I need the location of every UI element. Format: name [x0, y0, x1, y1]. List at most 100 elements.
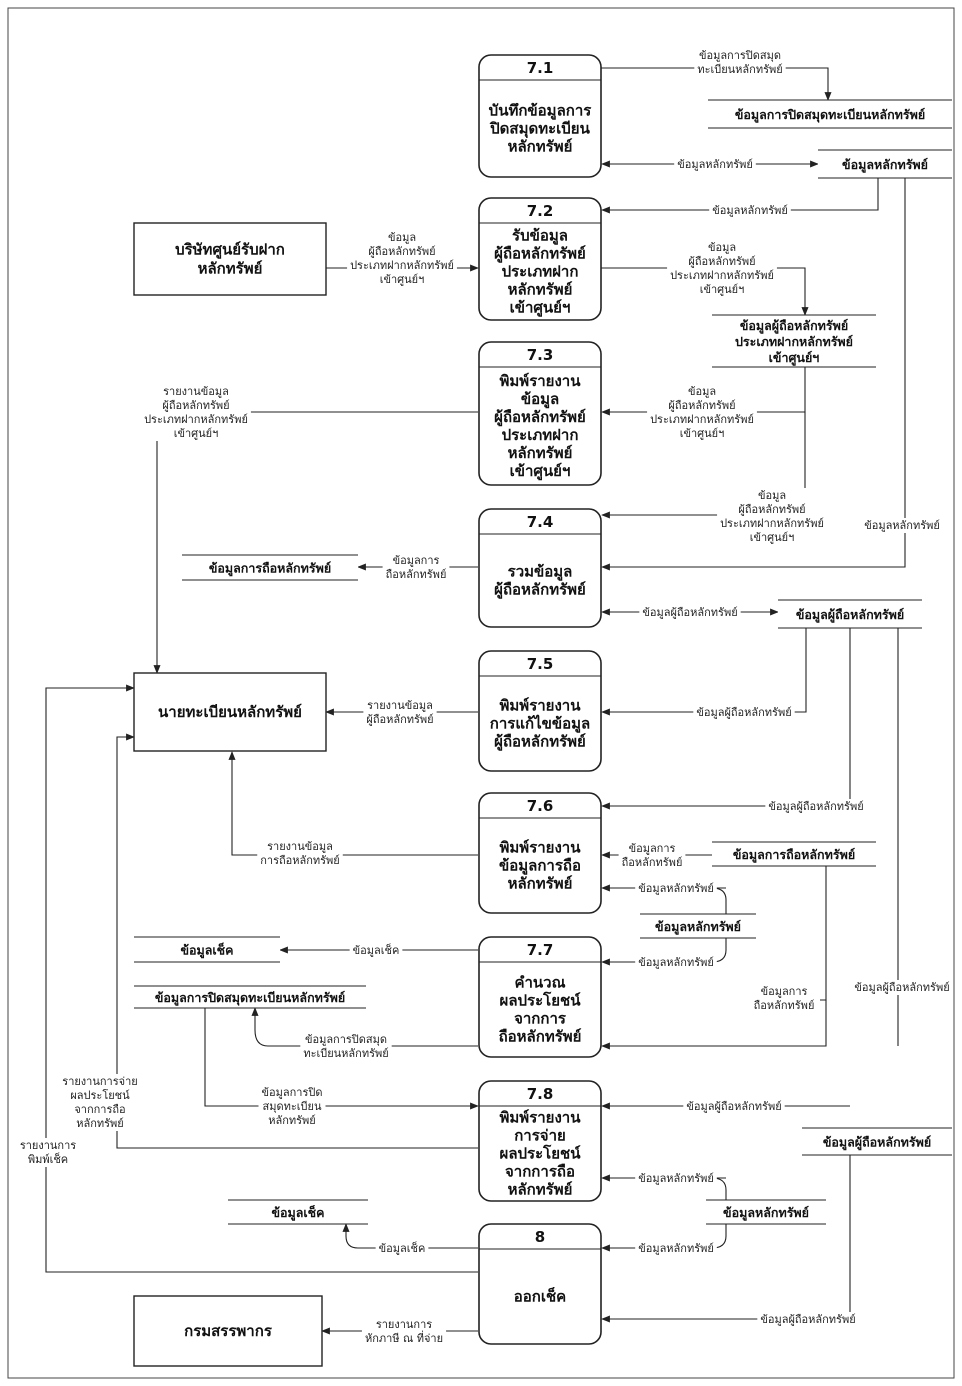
store-label: ข้อมูลหลักทรัพย์ — [842, 157, 928, 173]
flow-label-f5: ข้อมูลผู้ถือหลักทรัพย์ประเภทฝากหลักทรัพย… — [667, 240, 777, 297]
process-label: ผู้ถือหลักทรัพย์ — [494, 733, 586, 752]
store-securities-2: ข้อมูลหลักทรัพย์ — [640, 913, 756, 939]
process-number: 7.7 — [527, 941, 554, 959]
flow-text: เข้าศูนย์ฯ — [680, 427, 725, 440]
store-tsd-holder-records: ข้อมูลผู้ถือหลักทรัพย์ประเภทฝากหลักทรัพย… — [712, 314, 876, 368]
flow-label-f2: ข้อมูลหลักทรัพย์ — [674, 157, 756, 172]
flow-text: ข้อมูลเช็ค — [353, 943, 400, 957]
process-label: เข้าศูนย์ฯ — [510, 462, 571, 481]
flow-text: ข้อมูลการ — [761, 985, 808, 998]
flow-label-f12: รายงานข้อมูลผู้ถือหลักทรัพย์ — [363, 698, 437, 727]
flow-text: ข้อมูล — [758, 489, 786, 502]
flow-text: ประเภทฝากหลักทรัพย์ — [670, 269, 774, 282]
flow-label-f7: ข้อมูลผู้ถือหลักทรัพย์ประเภทฝากหลักทรัพย… — [647, 384, 757, 441]
data-stores: ข้อมูลการปิดสมุดทะเบียนหลักทรัพย์ข้อมูลห… — [134, 99, 952, 1225]
process-label: การจ่าย — [514, 1127, 566, 1145]
flow-text: ข้อมูลหลักทรัพย์ — [712, 204, 788, 217]
process-label: ผู้ถือหลักทรัพย์ — [494, 245, 586, 264]
flow-text: จากการถือ — [74, 1103, 125, 1116]
process-label: ถือหลักทรัพย์ — [499, 1028, 582, 1046]
flow-text: ข้อมูลผู้ถือหลักทรัพย์ — [768, 800, 863, 813]
store-holder-records-1: ข้อมูลผู้ถือหลักทรัพย์ — [778, 599, 922, 629]
flow-label-f11: ข้อมูลผู้ถือหลักทรัพย์ — [639, 605, 741, 620]
process-label: รับข้อมูล — [512, 227, 568, 246]
flow-text: รายงานข้อมูล — [267, 840, 333, 853]
process-label: ปิดสมุดทะเบียน — [489, 120, 590, 139]
process-label: คำนวณ — [514, 974, 565, 992]
flow-text: ข้อมูลการปิดสมุด — [699, 49, 781, 62]
flow-label-f10: ข้อมูลการถือหลักทรัพย์ — [382, 553, 450, 582]
store-closing-book-records-left: ข้อมูลการปิดสมุดทะเบียนหลักทรัพย์ — [134, 985, 366, 1009]
flow-label-f22: ข้อมูลการปิดสมุดทะเบียนหลักทรัพย์ — [300, 1032, 392, 1061]
flow-text: ถือหลักทรัพย์ — [386, 568, 447, 581]
flow-text: ข้อมูลหลักทรัพย์ — [638, 882, 714, 895]
process-label: จากการ — [514, 1010, 567, 1028]
flow-text: การถือหลักทรัพย์ — [260, 854, 340, 867]
flow-label-f20: ข้อมูลการถือหลักทรัพย์ — [750, 984, 818, 1013]
flow-text: หลักทรัพย์ — [76, 1117, 124, 1130]
flow-label-f13: ข้อมูลผู้ถือหลักทรัพย์ — [693, 705, 795, 720]
process-label: พิมพ์รายงาน — [500, 697, 582, 715]
process-label: พิมพ์รายงาน — [500, 1109, 582, 1127]
flow-text: พิมพ์เช็ค — [28, 1152, 68, 1166]
flow-text: ถือหลักทรัพย์ — [622, 856, 683, 869]
flow-text: ข้อมูลผู้ถือหลักทรัพย์ — [696, 706, 791, 719]
flow-text: ทะเบียนหลักทรัพย์ — [303, 1047, 388, 1060]
process-7-3: 7.3พิมพ์รายงานข้อมูลผู้ถือหลักทรัพย์ประเ… — [478, 341, 602, 486]
process-label: เข้าศูนย์ฯ — [510, 299, 571, 318]
store-holder-records-2: ข้อมูลผู้ถือหลักทรัพย์ — [802, 1127, 952, 1156]
flow-label-f28: ข้อมูลเช็ค — [375, 1241, 429, 1256]
flow-text: ข้อมูล — [688, 385, 716, 398]
entity-label: นายทะเบียนหลักทรัพย์ — [158, 703, 302, 721]
store-label: ข้อมูลผู้ถือหลักทรัพย์ — [796, 607, 904, 623]
process-label: หลักทรัพย์ — [508, 1181, 573, 1199]
flow-text: ประเภทฝากหลักทรัพย์ — [650, 413, 754, 426]
flow-text: เข้าศูนย์ฯ — [380, 273, 425, 286]
process-number: 7.5 — [527, 655, 554, 673]
store-label: ข้อมูลเช็ค — [271, 1205, 324, 1221]
store-label: ข้อมูลการถือหลักทรัพย์ — [209, 561, 331, 577]
flow-text: ถือหลักทรัพย์ — [754, 999, 815, 1012]
flow-label-f18: ข้อมูลเช็ค — [349, 943, 403, 958]
flow-text: ข้อมูลผู้ถือหลักทรัพย์ — [686, 1100, 781, 1113]
flow-text: ผู้ถือหลักทรัพย์ — [368, 245, 435, 258]
flow-text: ข้อมูลหลักทรัพย์ — [638, 956, 714, 969]
store-label: ข้อมูลหลักทรัพย์ — [655, 919, 741, 935]
process-label: หลักทรัพย์ — [508, 281, 573, 299]
flow-text: ข้อมูลหลักทรัพย์ — [638, 1172, 714, 1185]
flow-text: ข้อมูลการปิด — [262, 1086, 323, 1099]
process-label: ข้อมูลการถือ — [499, 857, 581, 876]
flow-text: ผู้ถือหลักทรัพย์ — [162, 399, 229, 412]
process-7-1: 7.1บันทึกข้อมูลการปิดสมุดทะเบียนหลักทรัพ… — [478, 54, 602, 178]
flow-label-f27: ข้อมูลหลักทรัพย์ — [635, 1171, 717, 1186]
flow-label-f8: ข้อมูลผู้ถือหลักทรัพย์ประเภทฝากหลักทรัพย… — [717, 488, 827, 545]
external-entities: บริษัทศูนย์รับฝากหลักทรัพย์นายทะเบียนหลั… — [133, 222, 327, 1367]
flow-text: รายงานการ — [376, 1318, 432, 1331]
flow-label-f4: ข้อมูลผู้ถือหลักทรัพย์ประเภทฝากหลักทรัพย… — [347, 230, 457, 287]
flow-text: หักภาษี ณ ที่จ่าย — [365, 1330, 443, 1345]
flow-label-f3: ข้อมูลหลักทรัพย์ — [709, 203, 791, 218]
flow-label-f9: ข้อมูลหลักทรัพย์ — [861, 518, 943, 533]
entity-label: บริษัทศูนย์รับฝาก — [175, 241, 285, 260]
store-label: เข้าศูนย์ฯ — [769, 350, 820, 366]
process-number: 7.3 — [527, 346, 554, 364]
flow-text: ข้อมูลผู้ถือหลักทรัพย์ — [854, 981, 949, 994]
process-label: รวมข้อมูล — [508, 563, 573, 582]
flow-text: ข้อมูลผู้ถือหลักทรัพย์ — [642, 606, 737, 619]
flow-text: รายงานข้อมูล — [163, 385, 229, 398]
process-number: 7.8 — [527, 1085, 554, 1103]
store-label: ข้อมูลหลักทรัพย์ — [723, 1205, 809, 1221]
flow-label-f17: ข้อมูลหลักทรัพย์ — [635, 881, 717, 896]
process-number: 8 — [535, 1228, 545, 1246]
entity-label: หลักทรัพย์ — [198, 260, 263, 278]
store-label: ข้อมูลการปิดสมุดทะเบียนหลักทรัพย์ — [155, 990, 345, 1006]
process-label: บันทึกข้อมูลการ — [489, 102, 593, 121]
process-label: พิมพ์รายงาน — [500, 372, 582, 390]
entity-registrar: นายทะเบียนหลักทรัพย์ — [133, 672, 327, 752]
